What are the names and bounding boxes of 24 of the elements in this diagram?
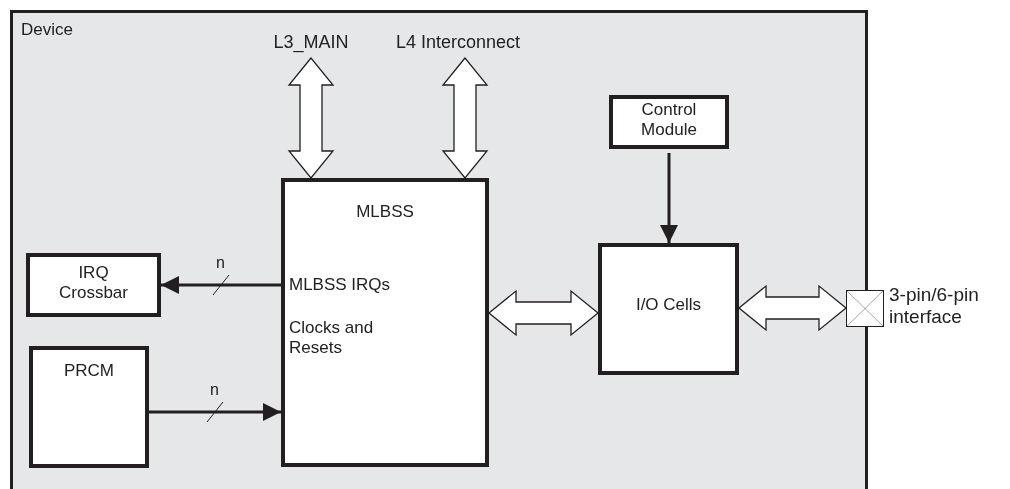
block-box <box>26 253 161 317</box>
pin-pad <box>846 290 884 327</box>
block-box <box>609 95 729 149</box>
interface-label: 3-pin/6-pin interface <box>889 284 980 328</box>
bus-label: L3_MAIN <box>273 32 349 52</box>
arrow <box>660 153 678 243</box>
block-title: IRQ Crossbar <box>58 263 129 303</box>
block-box <box>598 243 739 375</box>
block-box <box>29 346 149 468</box>
port-label: Clocks and Resets <box>289 318 375 358</box>
port-label: MLBSS IRQs <box>289 275 391 295</box>
block-title: PRCM <box>63 361 115 381</box>
double-block-arrow <box>287 56 335 180</box>
bus-label: L4 Interconnect <box>395 32 521 52</box>
double-block-arrow <box>487 289 600 337</box>
double-block-arrow <box>441 56 489 180</box>
block-title: MLBSS <box>356 202 414 222</box>
block-title: Control Module <box>640 100 698 140</box>
block-box <box>281 178 489 467</box>
double-block-arrow <box>737 284 848 332</box>
block-title: I/O Cells <box>635 295 702 315</box>
arrow <box>149 403 281 421</box>
arrow <box>161 276 281 294</box>
device-label: Device <box>21 20 73 40</box>
